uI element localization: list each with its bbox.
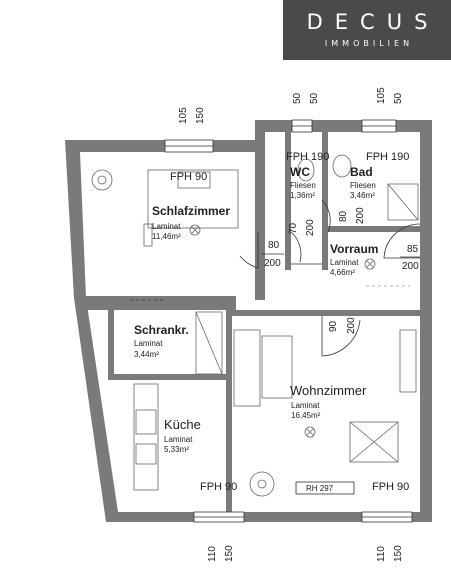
sofa [233, 329, 293, 407]
wall-wc-west [285, 130, 291, 270]
room-area-schlafzimmer: 11,46m² [152, 232, 181, 241]
dim-door-entry-h: 200 [402, 261, 419, 272]
wall-wohn-north [232, 310, 420, 316]
room-area-schrank: 3,44m² [134, 350, 159, 359]
room-floor-schrank: Laminat [134, 339, 163, 348]
room-floor-wohnzimmer: Laminat [291, 401, 320, 410]
room-floor-kueche: Laminat [164, 435, 193, 444]
dim-door-wc-h: 200 [305, 219, 316, 236]
wall-schrank-west [108, 310, 114, 380]
plant-icon [249, 471, 275, 497]
label-fph-wc: FPH 190 [286, 151, 329, 163]
wall-schrank-south [108, 374, 228, 380]
door-entry [383, 223, 421, 259]
brand-name: DECUS [306, 10, 440, 34]
wall-schlaf-east [255, 120, 265, 300]
toilet-icon [297, 158, 315, 182]
room-area-vorraum: 4,66m² [330, 268, 355, 277]
room-floor-bad: Fliesen [350, 181, 376, 190]
dim-door-schlaf-w: 80 [268, 240, 280, 251]
doors [239, 199, 421, 357]
dim-door-schlaf-h: 200 [264, 258, 281, 269]
wall-bad-south [328, 226, 420, 232]
room-name-schlafzimmer: Schlafzimmer [152, 204, 230, 218]
shower-icon [387, 183, 419, 221]
room-name-kueche: Küche [164, 417, 201, 432]
room-labels: Schlafzimmer Laminat 11,46m² WC Fliesen … [134, 165, 378, 454]
dim-door-wc-w: 70 [288, 222, 299, 234]
room-name-bad: Bad [350, 165, 373, 179]
light-icons [189, 224, 376, 438]
room-name-wohnzimmer: Wohnzimmer [290, 383, 367, 398]
dining-table [349, 421, 399, 463]
label-rh: RH 297 [306, 484, 334, 493]
wardrobe [195, 311, 223, 375]
dim-door-bad-h: 200 [355, 207, 366, 224]
inner-walls [86, 130, 420, 512]
dim-bot-right-b: 150 [393, 545, 404, 562]
room-name-schrank: Schrankr. [134, 323, 189, 337]
room-name-wc: WC [290, 165, 310, 179]
dim-door-wohn-w: 90 [328, 320, 339, 332]
door-bad [321, 199, 331, 233]
wall-east [420, 296, 432, 522]
dim-top-right-a: 105 [376, 87, 387, 104]
wall-north-west [65, 140, 255, 298]
outer-walls [65, 120, 432, 522]
dim-top-left-b: 150 [195, 107, 206, 124]
room-area-wc: 1,36m² [290, 191, 315, 200]
wall-south [106, 512, 432, 522]
wall-wc-bad [322, 130, 328, 270]
room-floor-schlafzimmer: Laminat [152, 222, 181, 231]
brand-subtitle: IMMOBILIEN [324, 39, 414, 48]
dim-top-left-a: 105 [178, 107, 189, 124]
dim-bot-left-b: 150 [224, 545, 235, 562]
dim-door-wohn-h: 200 [346, 317, 357, 334]
room-area-bad: 3,46m² [350, 191, 375, 200]
sink-icon [332, 154, 352, 178]
dimensions-outer: 105 150 50 50 105 50 110 150 110 150 [178, 87, 404, 562]
wall-wohn-west [226, 310, 232, 512]
dim-bot-left-a: 110 [207, 546, 218, 562]
plant-icon [91, 169, 113, 191]
dim-top-mid-b: 50 [309, 92, 320, 104]
label-fph-wohn: FPH 90 [372, 481, 409, 493]
dimensions-doors: 80 200 70 200 80 200 85 200 90 200 [262, 207, 420, 334]
door-schlaf [239, 232, 259, 269]
room-floor-wc: Fliesen [290, 181, 316, 190]
windows [164, 119, 413, 523]
dim-door-bad-w: 80 [338, 210, 349, 222]
room-area-wohnzimmer: 16,45m² [291, 411, 321, 420]
door-wohn [321, 316, 361, 357]
room-floor-vorraum: Laminat [330, 258, 359, 267]
dim-bot-right-a: 110 [376, 546, 387, 562]
window-labels: FPH 90 FPH 190 FPH 190 FPH 90 FPH 90 RH … [170, 151, 409, 495]
dim-top-mid-a: 50 [292, 92, 303, 104]
brand-logo: DECUS IMMOBILIEN [283, 0, 451, 60]
wall-schlaf-south [86, 296, 236, 310]
door-wc [290, 231, 302, 263]
label-fph-bad: FPH 190 [366, 151, 409, 163]
kitchen-counter [133, 383, 159, 491]
dim-door-entry-w: 85 [407, 244, 419, 255]
room-name-vorraum: Vorraum [330, 242, 378, 256]
label-fph-schlaf: FPH 90 [170, 171, 207, 183]
room-area-kueche: 5,33m² [164, 445, 189, 454]
wall-west [74, 298, 118, 522]
tv-unit [399, 329, 417, 393]
label-fph-kueche: FPH 90 [200, 481, 237, 493]
dim-top-right-b: 50 [393, 92, 404, 104]
